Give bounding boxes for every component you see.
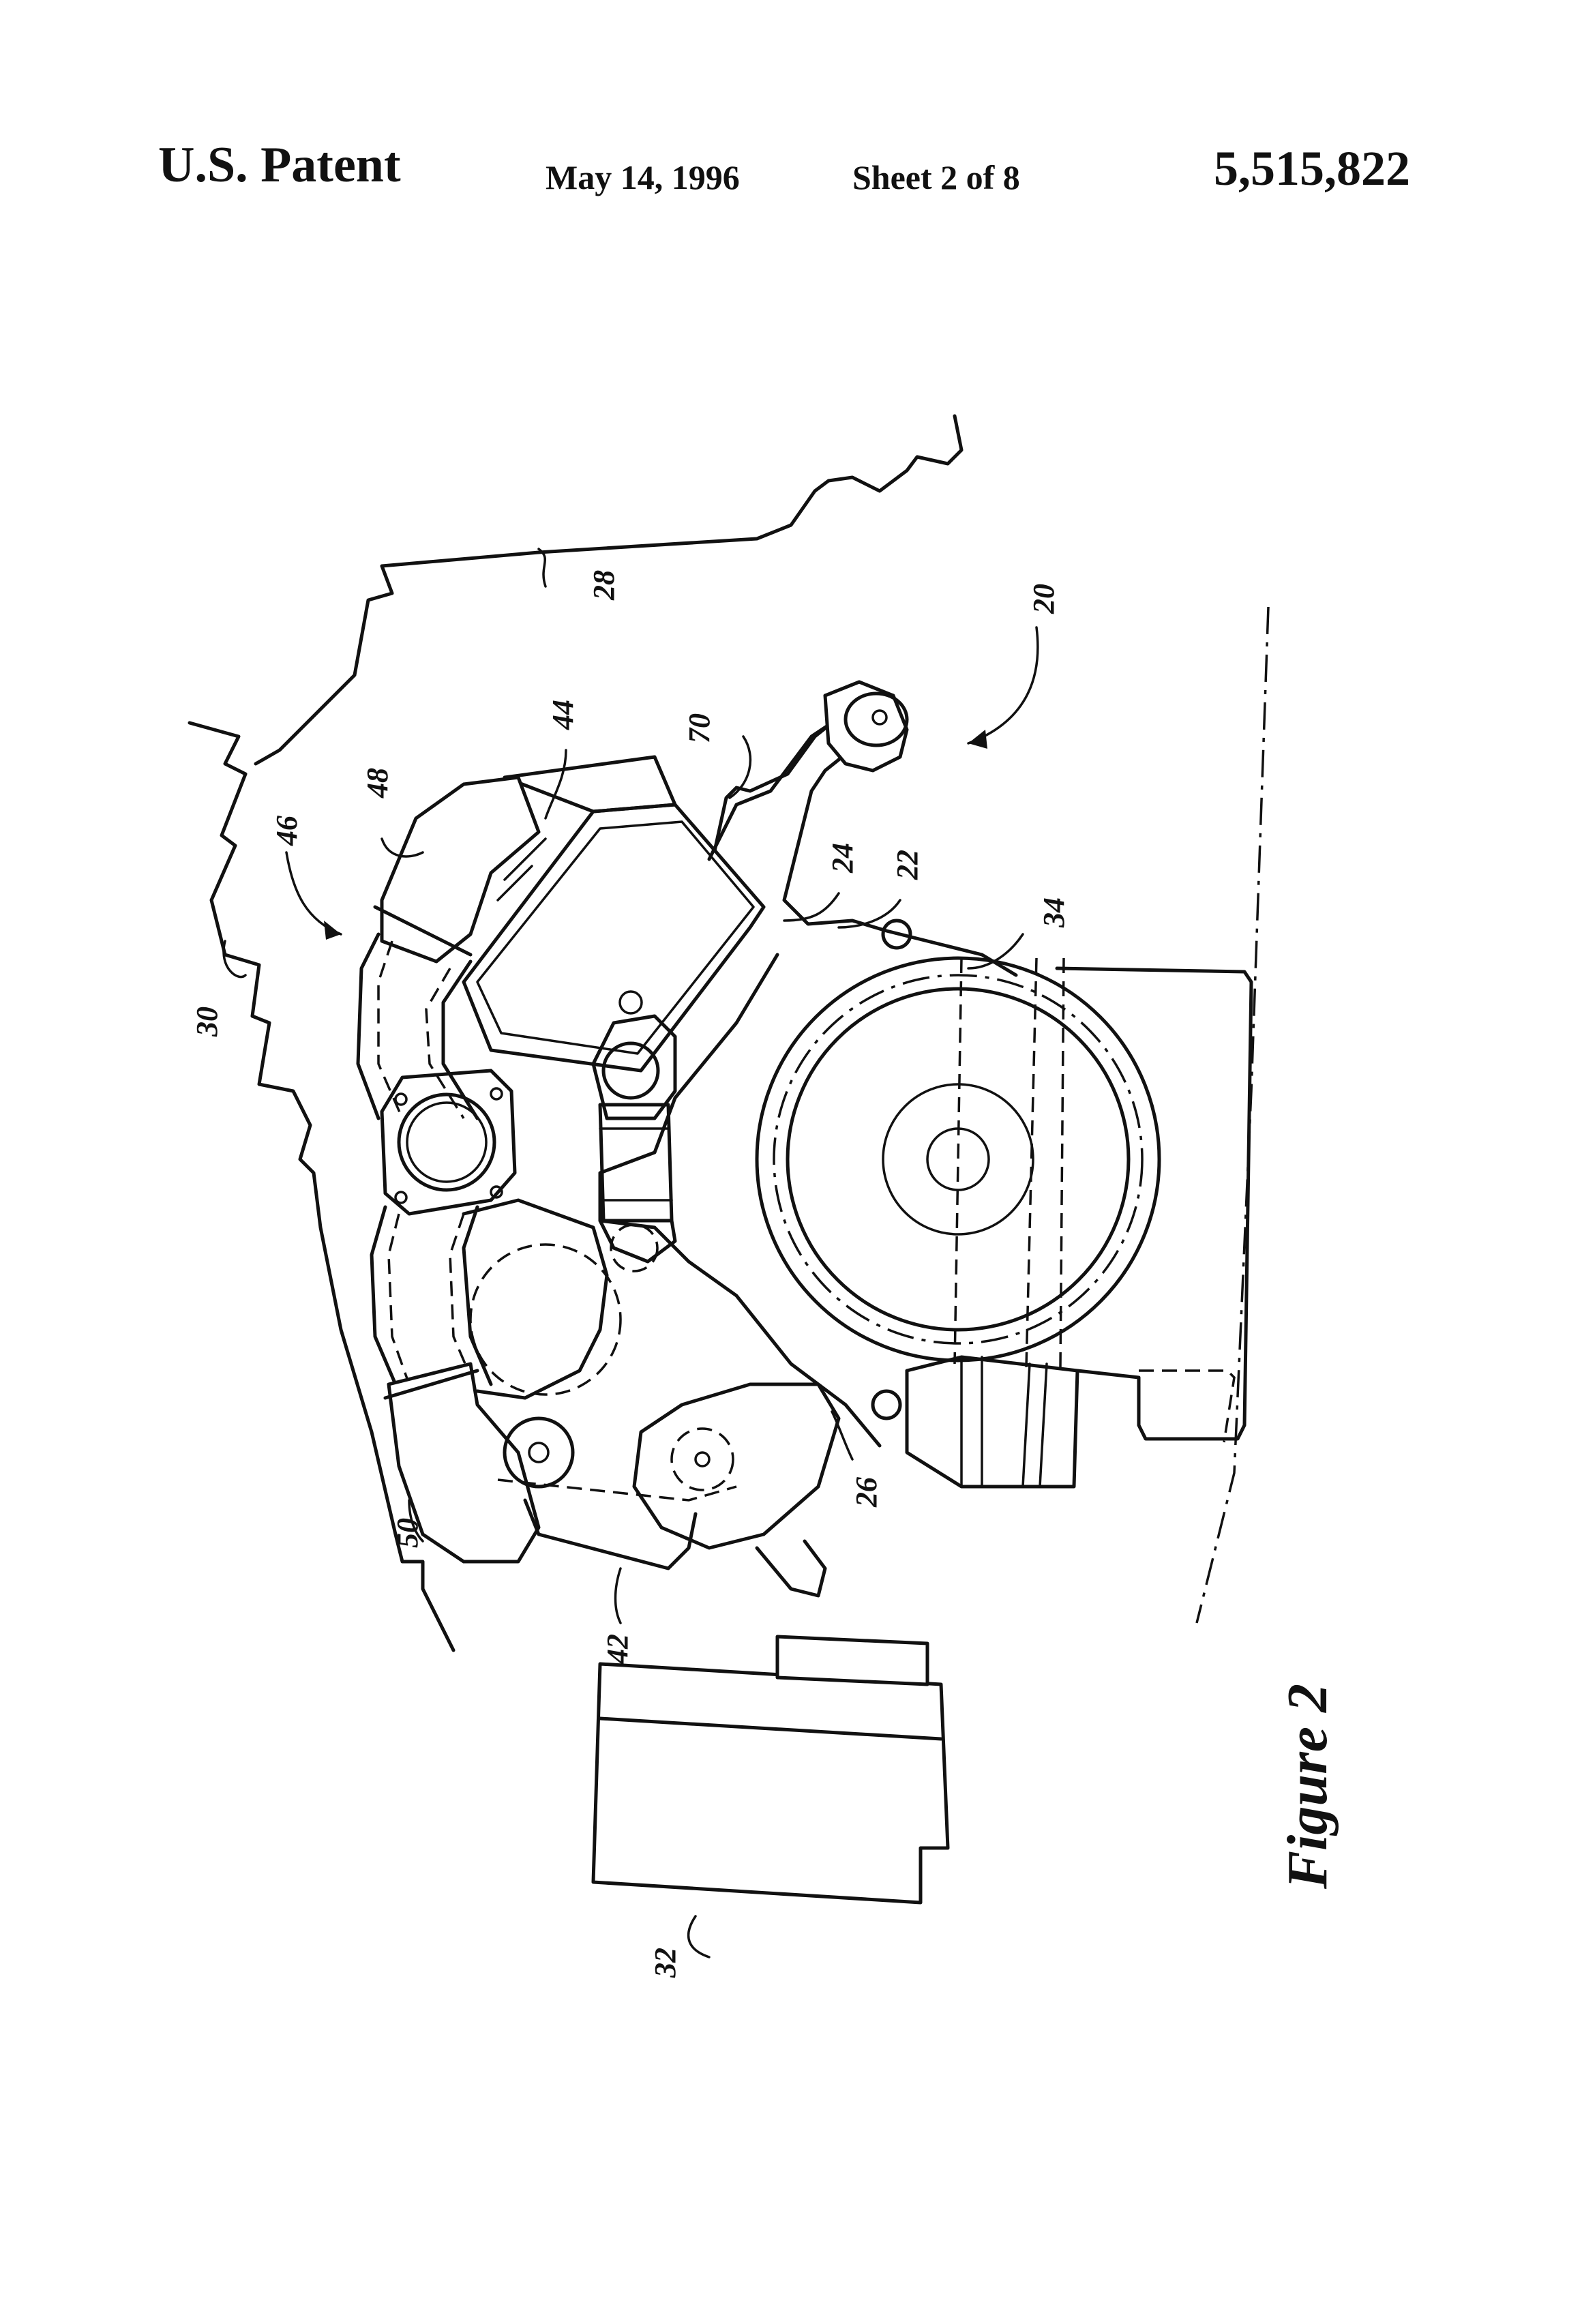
center-flange	[382, 1071, 515, 1214]
ref-22: 22	[891, 850, 924, 880]
exhaust-riser-upper	[358, 934, 477, 1118]
raw-water-pump	[634, 1384, 839, 1596]
ref-46: 46	[270, 816, 303, 846]
leader-42	[616, 1568, 621, 1623]
leader-28	[539, 549, 546, 586]
arrowhead-20	[968, 730, 987, 749]
ref-44: 44	[546, 700, 580, 730]
mount-boss-lower	[873, 1391, 900, 1418]
exhaust-riser-lower-hidden	[389, 1214, 474, 1384]
ref-26: 26	[850, 1477, 883, 1508]
leader-44	[546, 750, 566, 818]
ref-70: 70	[683, 713, 716, 743]
ref-50: 50	[391, 1518, 424, 1548]
figure-label: Figure 2	[1276, 1684, 1339, 1890]
ref-24: 24	[826, 843, 859, 874]
ref-20: 20	[1027, 584, 1060, 614]
ref-48: 48	[361, 768, 394, 799]
gearbox	[593, 1637, 948, 1903]
arrowhead-46	[324, 921, 341, 940]
leader-20	[968, 627, 1038, 743]
ref-30: 30	[190, 1007, 224, 1037]
exhaust-outlet-coupling	[907, 1357, 1077, 1487]
centerline	[1197, 607, 1268, 1623]
ref-42: 42	[601, 1634, 634, 1665]
leader-32	[689, 1916, 709, 1957]
ref-34: 34	[1037, 897, 1071, 928]
ref-32: 32	[648, 1948, 682, 1978]
housing-dashed-extension	[1139, 1371, 1234, 1442]
exhaust-riser-upper-hidden	[378, 941, 464, 1118]
oil-fill-tube	[709, 682, 907, 859]
flywheel	[757, 958, 1159, 1360]
ref-28: 28	[587, 570, 621, 601]
leader-46	[286, 852, 341, 934]
